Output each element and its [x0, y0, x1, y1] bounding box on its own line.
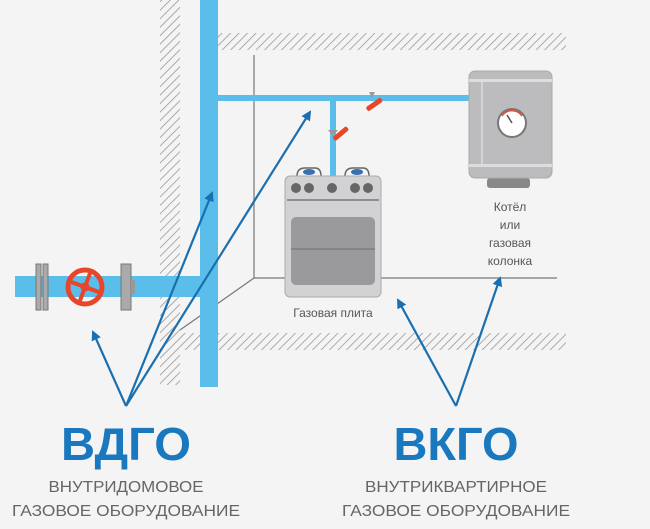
- inlet-pipe: [15, 276, 203, 297]
- ceiling-slab: [218, 33, 566, 50]
- gas-boiler: [468, 70, 553, 188]
- vkgo-group: ВКГО ВНУТРИКВАРТИРНОЕ ГАЗОВОЕ ОБОРУДОВАН…: [342, 418, 570, 520]
- boiler-valve-icon[interactable]: [365, 92, 383, 112]
- vdgo-subtitle-line2: ГАЗОВОЕ ОБОРУДОВАНИЕ: [12, 503, 240, 520]
- flange-right: [120, 263, 135, 311]
- boiler-label-line: газовая: [489, 236, 531, 250]
- boiler-label-line: Котёл: [494, 200, 527, 214]
- vdgo-title: ВДГО: [61, 418, 191, 470]
- boiler-label-line: или: [500, 218, 520, 232]
- left-wall: [160, 0, 180, 385]
- vkgo-subtitle-line2: ГАЗОВОЕ ОБОРУДОВАНИЕ: [342, 503, 570, 520]
- vkgo-arrow-boiler: [454, 276, 503, 407]
- boiler-label: Котёл или газовая колонка: [488, 200, 533, 268]
- floor-slab: [180, 333, 566, 350]
- vkgo-arrow-stove: [397, 298, 457, 407]
- vdgo-group: ВДГО ВНУТРИДОМОВОЕ ГАЗОВОЕ ОБОРУДОВАНИЕ: [12, 418, 240, 520]
- vdgo-arrow-pipe: [125, 110, 312, 407]
- stove-valve-icon[interactable]: [328, 126, 349, 141]
- vkgo-subtitle-line1: ВНУТРИКВАРТИРНОЕ: [365, 479, 547, 496]
- gas-stove: [284, 167, 382, 298]
- boiler-label-line: колонка: [488, 254, 533, 268]
- flange-left: [35, 263, 49, 311]
- valve-wheel-icon[interactable]: [63, 265, 107, 309]
- vdgo-arrow-riser: [124, 191, 214, 407]
- gas-pipes: [15, 0, 470, 387]
- vkgo-title: ВКГО: [394, 418, 519, 470]
- vdgo-subtitle-line1: ВНУТРИДОМОВОЕ: [49, 479, 204, 496]
- riser-pipe: [200, 0, 218, 387]
- vdgo-arrow-inlet: [91, 330, 128, 407]
- stove-branch-pipe: [330, 98, 336, 176]
- apartment-pipe: [218, 95, 470, 101]
- stove-label: Газовая плита: [293, 306, 373, 320]
